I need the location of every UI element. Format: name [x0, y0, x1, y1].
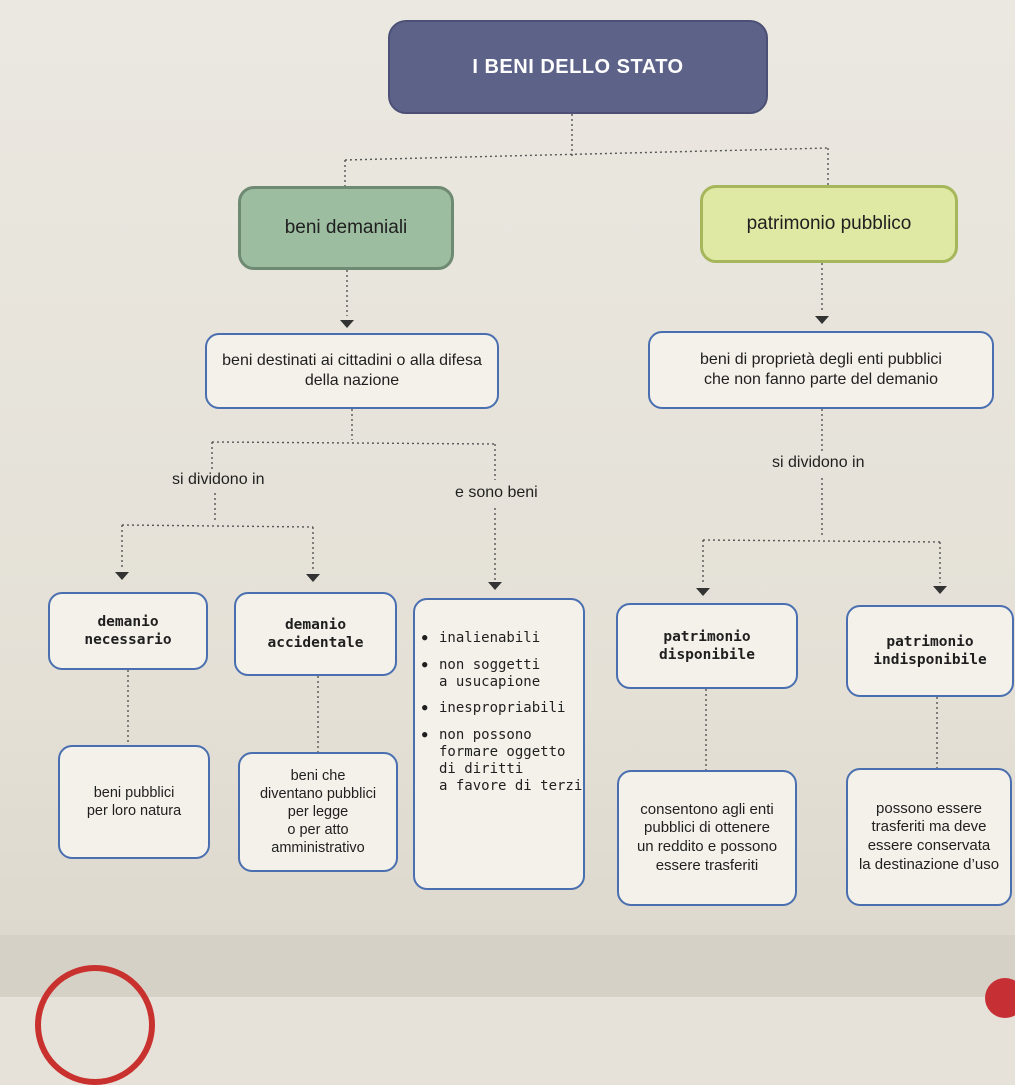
description-line: amministrativo	[271, 840, 365, 857]
demanio-accidentale-line2: accidentale	[267, 635, 364, 651]
connector-lines	[115, 114, 947, 770]
accidentale-description-box: beni che diventano pubblici per legge o …	[238, 752, 398, 872]
patrimonio-definition-line1: beni di proprietà degli enti pubblici	[700, 351, 942, 368]
characteristic-line: inespropriabili	[439, 700, 566, 717]
demanio-necessario-line1: demanio	[97, 613, 159, 630]
patrimonio-disponibile-line2: disponibile	[658, 647, 756, 663]
left-are-label: e sono beni	[455, 484, 538, 501]
characteristic-line: a favore di terzi	[439, 777, 583, 794]
description-line: per legge	[287, 803, 349, 820]
characteristic-item: non possono formare oggetto di diritti a…	[422, 727, 583, 794]
decorative-circle	[35, 965, 155, 1085]
demanio-necessario-box: demanio necessario	[48, 592, 208, 670]
necessario-description-box: beni pubblici per loro natura	[58, 745, 210, 859]
demaniali-definition-line2: della nazione	[304, 372, 400, 389]
demanio-accidentale-line1: demanio	[284, 616, 347, 633]
characteristics-box: inalienabili non soggetti a usucapione i…	[413, 598, 585, 890]
patrimonio-indisponibile-box: patrimonio indisponibile	[846, 605, 1014, 697]
patrimonio-indisponibile-line2: indisponibile	[873, 652, 987, 668]
patrimonio-disponibile-box: patrimonio disponibile	[616, 603, 798, 689]
characteristic-line: formare oggetto	[439, 743, 566, 760]
demaniali-definition-box: beni destinati ai cittadini o alla difes…	[205, 333, 499, 409]
description-line: beni che	[290, 767, 346, 784]
beni-demaniali-box: beni demaniali	[238, 186, 454, 270]
demaniali-definition-line1: beni destinati ai cittadini o alla difes…	[222, 352, 482, 369]
characteristic-line: a usucapione	[439, 673, 541, 690]
description-line: diventano pubblici	[259, 785, 377, 802]
description-line: o per atto	[287, 822, 349, 839]
right-divide-label: si dividono in	[772, 454, 865, 471]
patrimonio-pubblico-box: patrimonio pubblico	[700, 185, 958, 263]
description-line: per loro natura	[86, 803, 182, 819]
characteristic-item: inespropriabili	[422, 700, 582, 717]
characteristic-line: non possono	[439, 727, 532, 744]
description-line: trasferiti ma deve	[871, 818, 987, 836]
characteristic-line: di diritti	[439, 760, 524, 777]
indisponibile-description-box: possono essere trasferiti ma deve essere…	[846, 768, 1012, 906]
patrimonio-disponibile-line1: patrimonio	[663, 628, 751, 645]
characteristic-item: non soggetti a usucapione	[422, 656, 582, 691]
description-line: essere conservata	[867, 837, 991, 854]
left-divide-label: si dividono in	[172, 471, 265, 488]
patrimonio-definition-box: beni di proprietà degli enti pubblici ch…	[648, 331, 994, 409]
characteristics-list: inalienabili non soggetti a usucapione i…	[415, 630, 582, 804]
page-title: I BENI DELLO STATO	[472, 55, 684, 78]
disponibile-description-box: consentono agli enti pubblici di ottener…	[617, 770, 797, 906]
demanio-necessario-line2: necessario	[84, 632, 172, 648]
description-line: essere trasferiti	[655, 856, 759, 874]
characteristic-item: inalienabili	[422, 630, 582, 647]
bottom-page-strip	[0, 935, 1015, 997]
title-box: I BENI DELLO STATO	[388, 20, 768, 114]
characteristic-line: inalienabili	[439, 630, 541, 646]
description-line: un reddito e possono	[636, 838, 778, 855]
demanio-accidentale-box: demanio accidentale	[234, 592, 397, 676]
description-line: possono essere	[876, 799, 982, 817]
beni-demaniali-label: beni demaniali	[284, 217, 408, 239]
description-line: la destinazione d’uso	[858, 855, 1000, 873]
description-line: beni pubblici	[93, 784, 175, 801]
decorative-red-dot	[985, 978, 1015, 1018]
description-line: pubblici di ottenere	[644, 819, 770, 837]
characteristic-line: non soggetti	[439, 656, 541, 673]
patrimonio-indisponibile-line1: patrimonio	[886, 633, 974, 650]
patrimonio-pubblico-label: patrimonio pubblico	[746, 213, 912, 235]
patrimonio-definition-line2: che non fanno parte del demanio	[704, 371, 938, 388]
description-line: consentono agli enti	[640, 800, 774, 818]
